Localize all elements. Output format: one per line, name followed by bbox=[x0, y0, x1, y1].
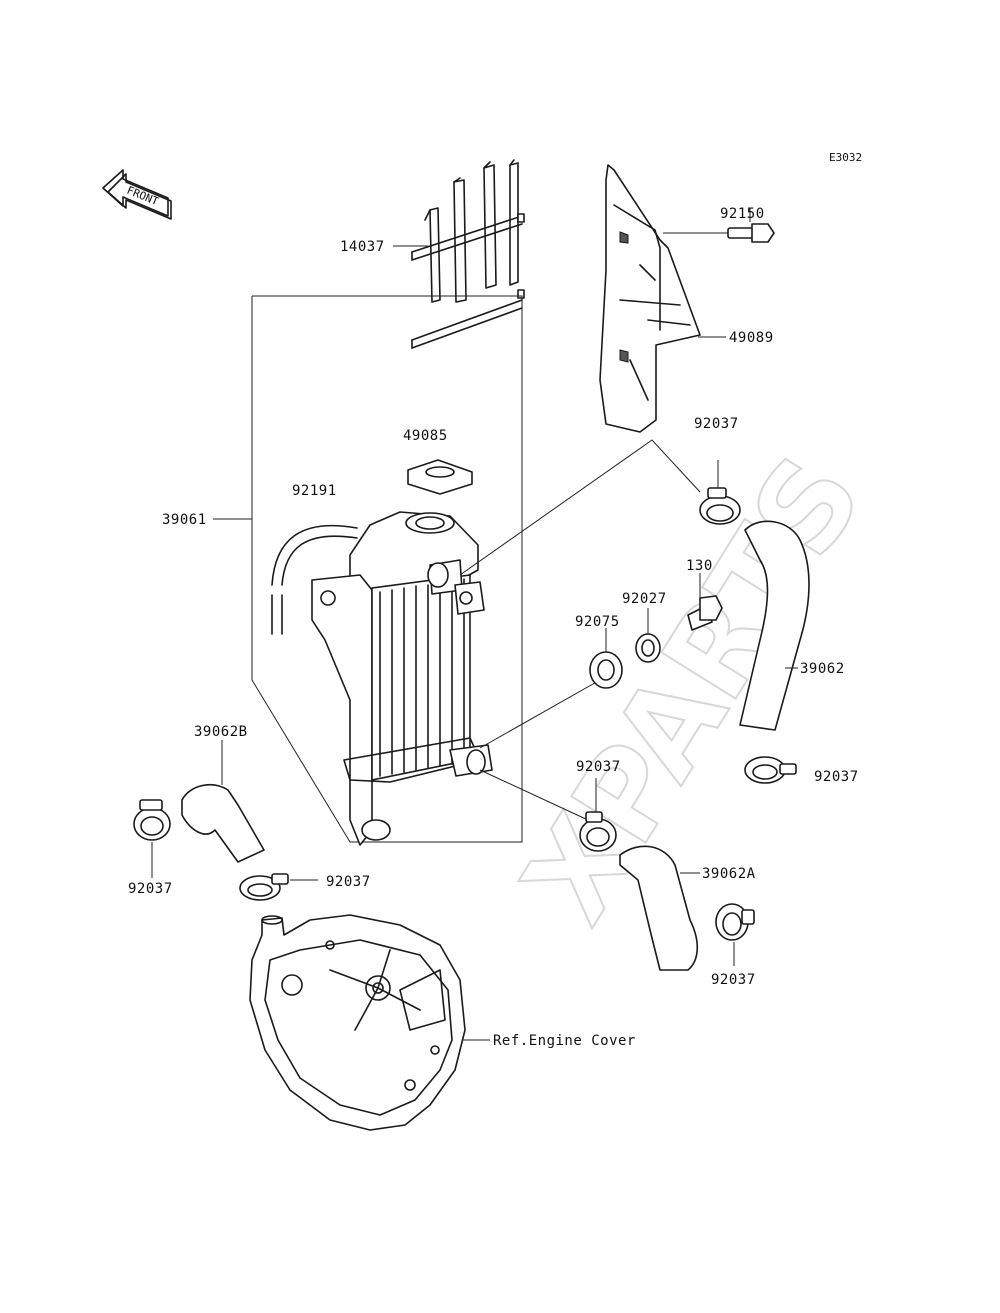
overflow-tube bbox=[271, 524, 358, 635]
label-92037-top: 92037 bbox=[694, 416, 739, 432]
label-39062B: 39062B bbox=[194, 724, 248, 740]
front-arrow-icon: FRONT bbox=[102, 169, 172, 220]
radiator bbox=[311, 511, 493, 846]
label-92037-bottom: 92037 bbox=[711, 972, 756, 988]
label-92037-center: 92037 bbox=[326, 874, 371, 890]
radiator-hose-upper bbox=[739, 520, 810, 731]
bolt-130 bbox=[687, 595, 723, 631]
assembly-frame bbox=[251, 295, 523, 843]
diagram-code: E3032 bbox=[829, 151, 862, 164]
label-92037-lower-mid: 92037 bbox=[576, 759, 621, 775]
watermark-text: XPARTS bbox=[497, 433, 889, 946]
hose-clamp-right bbox=[744, 756, 797, 784]
label-92037-right: 92037 bbox=[814, 769, 859, 785]
label-39062: 39062 bbox=[800, 661, 845, 677]
grommet-92075 bbox=[589, 651, 623, 689]
label-92075: 92075 bbox=[575, 614, 620, 630]
bolt-92150 bbox=[727, 208, 775, 243]
radiator-cap bbox=[407, 459, 473, 495]
label-39061: 39061 bbox=[162, 512, 207, 528]
hose-clamp-lower-mid bbox=[579, 811, 617, 852]
washer-92027 bbox=[635, 633, 661, 663]
label-ref-engine-cover: Ref.Engine Cover bbox=[493, 1033, 636, 1049]
hose-clamp-center bbox=[239, 873, 289, 901]
radiator-hose-left bbox=[181, 784, 265, 863]
hose-clamp-left bbox=[133, 799, 171, 841]
radiator-shroud bbox=[599, 164, 701, 433]
hose-clamp-top bbox=[699, 487, 741, 525]
label-92027: 92027 bbox=[622, 591, 667, 607]
label-49089: 49089 bbox=[729, 330, 774, 346]
label-92037-left: 92037 bbox=[128, 881, 173, 897]
hose-clamp-bottom bbox=[715, 903, 755, 941]
label-92150: 92150 bbox=[720, 206, 765, 222]
radiator-grille bbox=[411, 159, 525, 349]
label-39062A: 39062A bbox=[702, 866, 756, 882]
engine-cover bbox=[249, 914, 466, 1131]
radiator-hose-lower bbox=[619, 845, 699, 971]
label-130: 130 bbox=[686, 558, 713, 574]
label-92191: 92191 bbox=[292, 483, 337, 499]
label-14037: 14037 bbox=[340, 239, 385, 255]
label-49085: 49085 bbox=[403, 428, 448, 444]
